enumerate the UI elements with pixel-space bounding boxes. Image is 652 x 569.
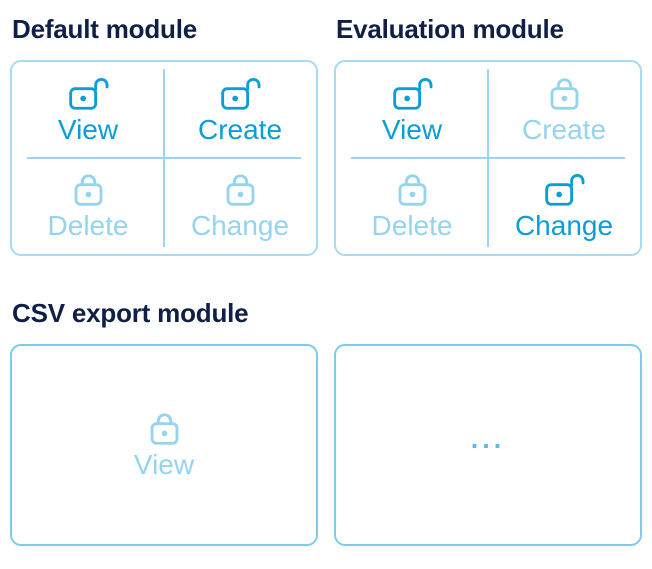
lock-closed-icon [398, 174, 426, 206]
permission-default-change[interactable]: Change [164, 158, 316, 254]
permissions-page: Default module View [10, 14, 642, 546]
permission-label: View [381, 113, 443, 145]
permission-label: Create [197, 113, 283, 145]
lock-open-icon [220, 77, 260, 110]
more-modules-card: ... [334, 344, 642, 546]
lock-closed-icon [150, 413, 178, 445]
title-spacer [334, 298, 642, 328]
permission-card-default: View Create Delete [10, 60, 318, 256]
permission-default-delete[interactable]: Delete [12, 158, 164, 254]
permission-default-create[interactable]: Create [164, 62, 316, 158]
permission-label: View [133, 448, 195, 480]
module-title-default: Default module [12, 14, 197, 44]
lock-open-icon [392, 77, 432, 110]
module-title-evaluation: Evaluation module [336, 14, 564, 44]
ellipsis-text: ... [470, 423, 506, 454]
lock-closed-icon [226, 174, 254, 206]
modules-row-bottom: CSV export module View ... [10, 298, 642, 546]
divider-horizontal [27, 157, 301, 159]
permission-default-view[interactable]: View [12, 62, 164, 158]
permission-card-csv-export: View [10, 344, 318, 546]
permission-csv-export-view[interactable]: View [134, 411, 194, 479]
permission-evaluation-delete[interactable]: Delete [336, 158, 488, 254]
permission-label: Change [514, 209, 614, 241]
modules-row-top: Default module View [10, 14, 642, 256]
module-more: ... [334, 298, 642, 546]
lock-open-icon [544, 173, 584, 206]
permission-card-evaluation: View Create Delete [334, 60, 642, 256]
permission-label: Delete [47, 209, 129, 241]
module-evaluation: Evaluation module View [334, 14, 642, 256]
permission-label: View [57, 113, 119, 145]
divider-horizontal [351, 157, 625, 159]
module-csv-export: CSV export module View [10, 298, 318, 546]
permission-evaluation-create[interactable]: Create [488, 62, 640, 158]
permission-label: Change [190, 209, 290, 241]
lock-open-icon [68, 77, 108, 110]
module-default: Default module View [10, 14, 318, 256]
module-title-csv-export: CSV export module [12, 298, 249, 328]
lock-closed-icon [550, 78, 578, 110]
permission-label: Delete [371, 209, 453, 241]
lock-closed-icon [74, 174, 102, 206]
permission-evaluation-view[interactable]: View [336, 62, 488, 158]
permission-evaluation-change[interactable]: Change [488, 158, 640, 254]
permission-label: Create [521, 113, 607, 145]
